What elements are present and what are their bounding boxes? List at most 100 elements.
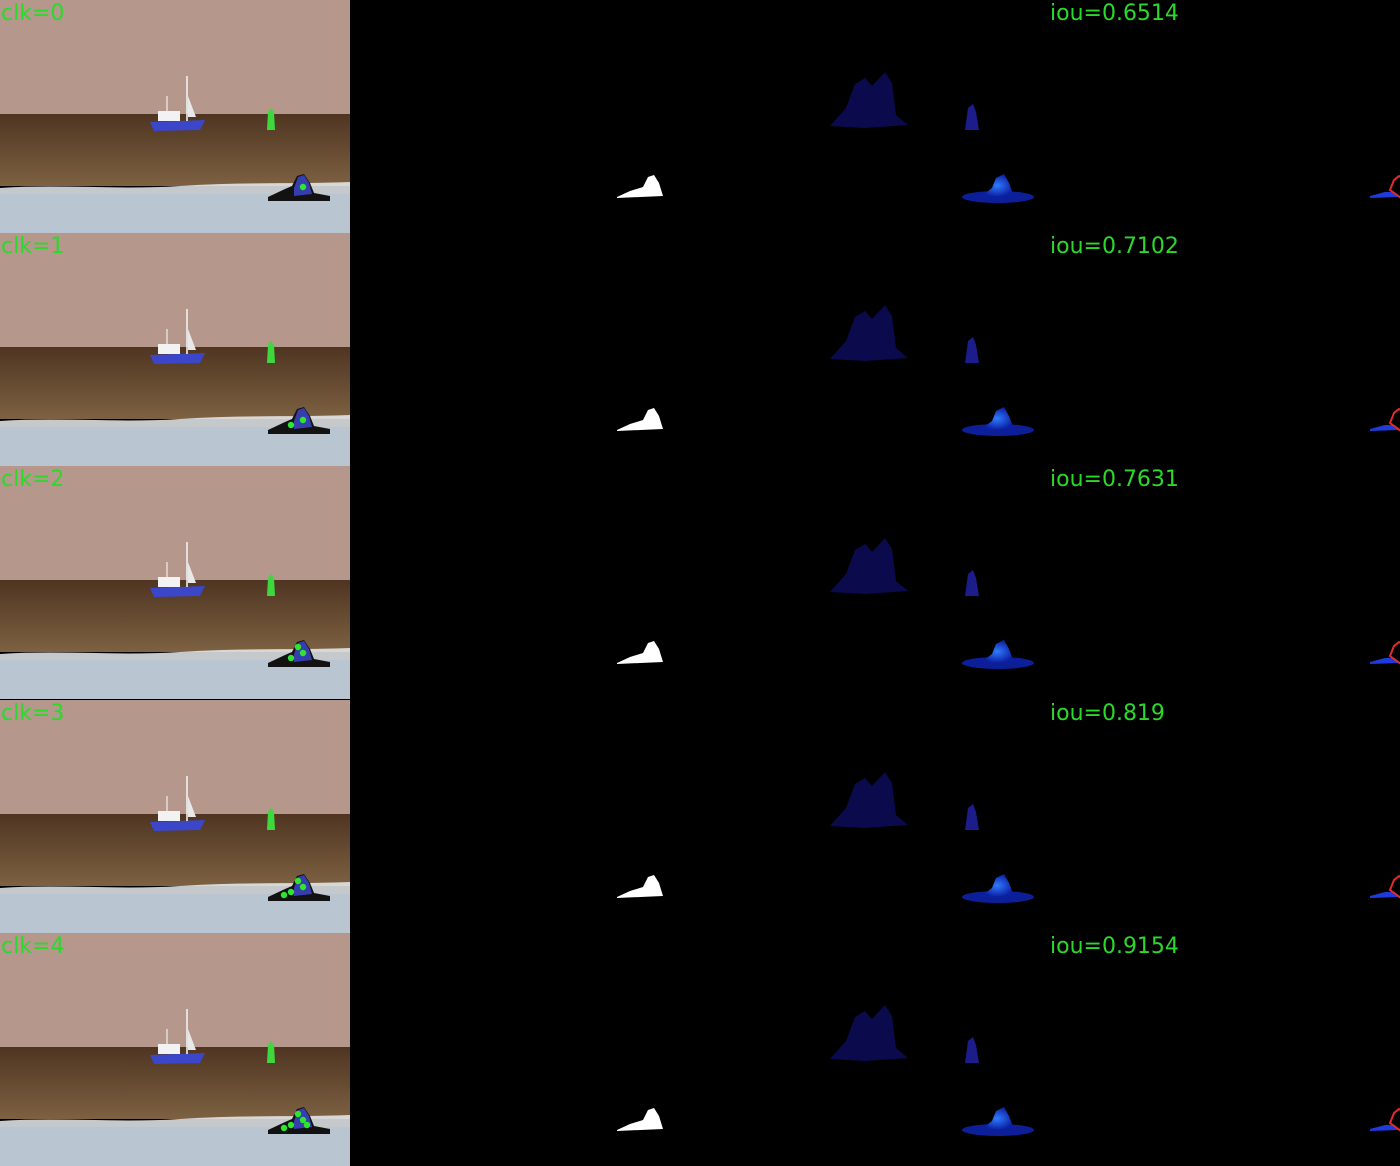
iou-label: iou=0.6514: [1050, 1, 1179, 26]
ground-truth-mask-panel: [350, 466, 700, 700]
probability-map-panel: [700, 0, 1050, 233]
buoy: [267, 574, 275, 597]
error-fn: [1388, 174, 1400, 199]
prob-shadow: [962, 1123, 1034, 1136]
wave-foam: [0, 415, 350, 430]
boat-hull: [150, 353, 205, 365]
buoy: [267, 108, 275, 130]
boat-cabin: [158, 344, 180, 355]
error-map-panel: iou=0.7631: [1050, 466, 1400, 700]
boat-hull: [150, 586, 205, 598]
input-image-panel: clk=3: [0, 699, 350, 933]
click-count-label: clk=1: [1, 234, 65, 260]
click-count-label: clk=2: [1, 467, 65, 493]
prob-shadow: [962, 657, 1034, 670]
result-row: clk=3 iou=0.819: [0, 699, 1400, 933]
prob-buoy: [965, 104, 979, 130]
input-image-panel: clk=4: [0, 932, 350, 1166]
click-marker: [299, 416, 307, 424]
prob-person: [980, 873, 1014, 897]
click-marker: [287, 888, 295, 895]
iou-label: iou=0.819: [1050, 700, 1165, 726]
prob-person: [980, 640, 1014, 664]
input-image-panel: clk=0: [0, 0, 350, 233]
ground-truth-mask-panel: [350, 0, 700, 233]
error-fn: [1388, 641, 1400, 665]
error-fn: [1388, 1107, 1400, 1132]
sky: [0, 466, 350, 581]
error-fp: [1370, 1124, 1398, 1131]
probability-map-panel: [700, 466, 1050, 700]
sky: [0, 699, 350, 814]
probability-map-panel: [700, 932, 1050, 1166]
prob-boat: [830, 1004, 908, 1061]
error-fp: [1370, 891, 1398, 898]
prob-person: [980, 174, 1014, 197]
wave-foam: [0, 881, 350, 896]
ground-truth-mask-panel: [350, 233, 700, 467]
ground-truth-mask-panel: [350, 699, 700, 933]
prob-boat: [830, 305, 908, 362]
buoy: [267, 807, 275, 830]
boat-sail: [188, 1028, 196, 1050]
sky: [0, 0, 350, 114]
input-image-panel: clk=2: [0, 466, 350, 700]
sky: [0, 233, 350, 348]
click-marker: [299, 650, 307, 657]
error-fp: [1370, 658, 1398, 665]
prob-buoy: [965, 570, 979, 597]
buoy: [267, 1040, 275, 1063]
click-marker: [287, 1121, 295, 1128]
iou-label: iou=0.7631: [1050, 467, 1179, 493]
boat-sail: [188, 329, 196, 351]
click-marker: [287, 421, 295, 429]
gt-mask-shape: [617, 874, 663, 898]
result-row: clk=0 iou=0.6514: [0, 0, 1400, 233]
boat-hull: [150, 1052, 205, 1064]
click-count-label: clk=0: [1, 1, 65, 26]
prob-boat: [830, 771, 908, 828]
prob-shadow: [962, 424, 1034, 437]
gt-mask-shape: [617, 175, 663, 198]
input-image-panel: clk=1: [0, 233, 350, 467]
error-fp: [1370, 425, 1398, 432]
click-marker: [294, 644, 302, 651]
result-row: clk=4 iou=0.9154: [0, 932, 1400, 1166]
boat-hull: [150, 120, 205, 131]
boat-cabin: [158, 111, 180, 121]
boat-cabin: [158, 810, 180, 821]
click-marker: [303, 1121, 311, 1128]
boat-sail: [188, 795, 196, 817]
result-row: clk=2 iou=0.7631: [0, 466, 1400, 700]
click-marker: [299, 1116, 307, 1123]
click-marker: [280, 891, 288, 898]
ground-truth-mask-panel: [350, 932, 700, 1166]
boat-sail: [188, 562, 196, 584]
wave-foam: [0, 1114, 350, 1129]
prob-person: [980, 407, 1014, 431]
error-map-panel: iou=0.7102: [1050, 233, 1400, 467]
click-count-label: clk=3: [1, 700, 65, 726]
boat-cabin: [158, 577, 180, 588]
gt-mask-shape: [617, 641, 663, 665]
gt-mask-shape: [617, 1107, 663, 1131]
click-marker: [294, 1110, 302, 1117]
prob-buoy: [965, 1036, 979, 1063]
boat-hull: [150, 819, 205, 831]
gt-mask-shape: [617, 408, 663, 432]
wave-foam: [0, 648, 350, 663]
buoy: [267, 341, 275, 364]
click-marker: [287, 655, 295, 662]
wave-foam: [0, 182, 350, 196]
error-fp: [1370, 192, 1398, 198]
error-map-panel: iou=0.819: [1050, 699, 1400, 933]
prob-shadow: [962, 191, 1034, 203]
iou-label: iou=0.9154: [1050, 933, 1179, 959]
error-map-panel: iou=0.9154: [1050, 932, 1400, 1166]
click-marker: [294, 877, 302, 884]
prob-buoy: [965, 337, 979, 364]
prob-buoy: [965, 803, 979, 830]
probability-map-panel: [700, 699, 1050, 933]
boat-cabin: [158, 1043, 180, 1054]
